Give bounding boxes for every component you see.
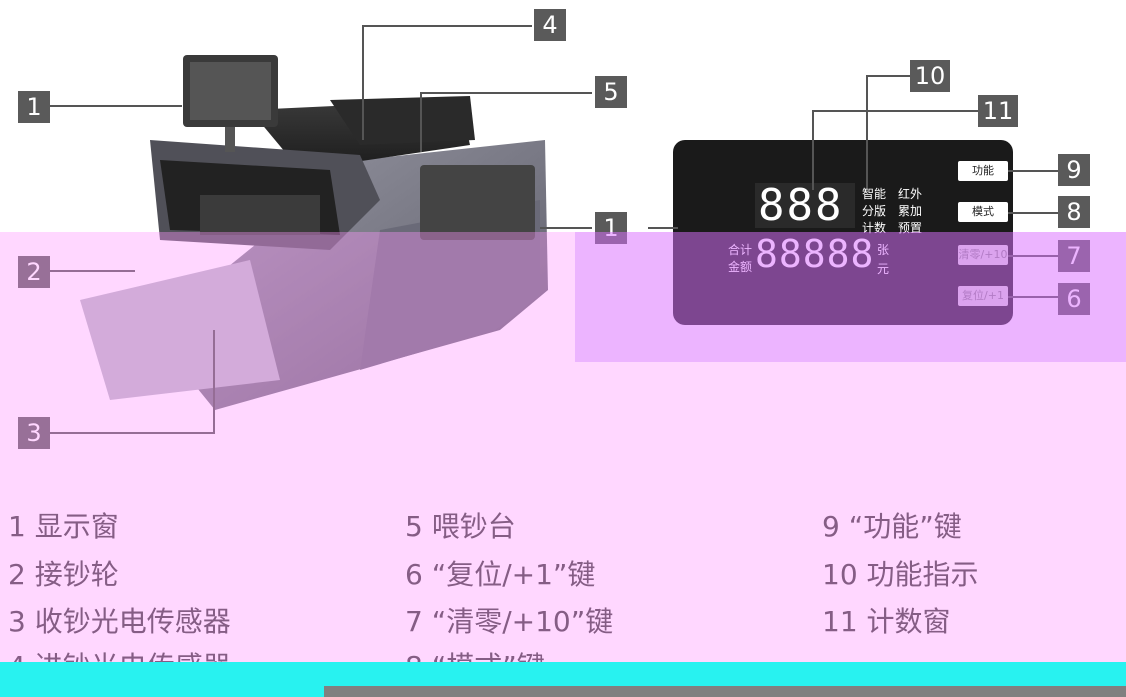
- callout-5: 5: [595, 76, 627, 108]
- legend-item-9: 9 “功能”键: [822, 510, 962, 543]
- mode-button[interactable]: 模式: [958, 202, 1008, 222]
- callout-4: 4: [534, 9, 566, 41]
- leader-3: [50, 432, 215, 434]
- callout-10: 10: [910, 60, 950, 92]
- counter-window-bottom: 88888: [755, 232, 875, 276]
- leader-3v: [213, 330, 215, 434]
- leader-4v: [362, 25, 364, 140]
- legend-item-3: 3 收钞光电传感器: [8, 605, 231, 638]
- leader-5v: [420, 92, 422, 152]
- callout-3: 3: [18, 417, 50, 449]
- callout-6: 6: [1058, 283, 1090, 315]
- hopper-rear: [330, 96, 475, 145]
- leader-11: [812, 110, 980, 112]
- total-label: 合计: [728, 243, 753, 257]
- callout-11: 11: [978, 95, 1018, 127]
- mode-label-right-1: 红外: [898, 187, 923, 201]
- clear-button[interactable]: 清零/+10: [958, 245, 1008, 265]
- callout-1-side-display: 1: [595, 212, 627, 244]
- gray-bar: [324, 686, 1126, 697]
- mode-label-right-2: 累加: [898, 204, 923, 218]
- output-tray: [80, 260, 280, 400]
- leader-1a: [50, 105, 182, 107]
- mode-label-2: 分版: [862, 204, 887, 218]
- reset-button[interactable]: 复位/+1: [958, 286, 1008, 306]
- leader-11v: [812, 110, 814, 190]
- leader-10: [866, 75, 910, 77]
- leader-2: [50, 270, 135, 272]
- callout-9: 9: [1058, 154, 1090, 186]
- legend-item-6: 6 “复位/+1”键: [405, 558, 596, 591]
- legend-item-10: 10 功能指示: [822, 558, 979, 591]
- leader-4: [362, 25, 532, 27]
- legend-item-2: 2 接钞轮: [8, 558, 119, 591]
- legend-item-11: 11 计数窗: [822, 605, 951, 638]
- callout-2: 2: [18, 256, 50, 288]
- mode-label-3: 计数: [862, 221, 887, 235]
- unit-sheets: 张: [877, 243, 890, 257]
- leader-7: [1008, 255, 1058, 257]
- unit-yuan: 元: [877, 262, 890, 276]
- callout-1-rear-display: 1: [18, 91, 50, 123]
- function-button[interactable]: 功能: [958, 161, 1008, 181]
- leader-5: [420, 92, 592, 94]
- leader-1b: [540, 227, 592, 229]
- callout-7: 7: [1058, 240, 1090, 272]
- leader-6: [1008, 296, 1058, 298]
- amount-label: 金额: [728, 260, 753, 274]
- leader-panel: [648, 227, 678, 229]
- legend-item-7: 7 “清零/+10”键: [405, 605, 614, 638]
- machine-ribbed-side: [360, 200, 540, 370]
- roller-bank: [200, 195, 320, 235]
- rear-display-stand: [225, 127, 235, 152]
- mode-label-1: 智能: [862, 187, 887, 201]
- leader-8: [1008, 212, 1058, 214]
- side-display: [420, 165, 535, 240]
- counter-window-top: 888: [758, 180, 844, 231]
- legend-item-5: 5 喂钞台: [405, 510, 516, 543]
- counter-digits-box: [755, 183, 855, 228]
- legend-item-1: 1 显示窗: [8, 510, 119, 543]
- leader-10v: [866, 75, 868, 190]
- mode-label-right-3: 预置: [898, 221, 923, 235]
- leader-9: [1008, 170, 1058, 172]
- callout-8: 8: [1058, 196, 1090, 228]
